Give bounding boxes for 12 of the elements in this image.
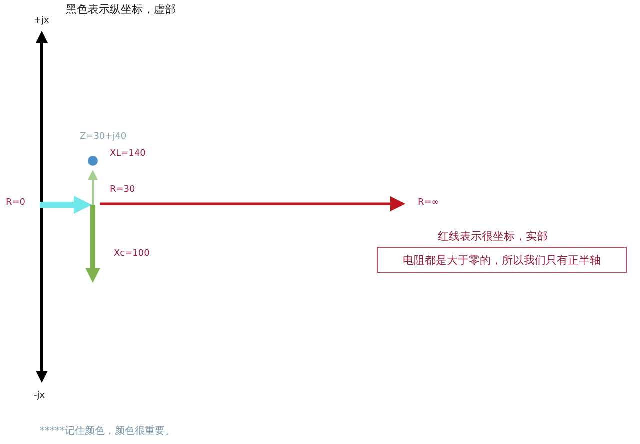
value-label: XL=140 <box>110 149 146 159</box>
axis-label: +jx <box>34 16 50 26</box>
value-label: R=∞ <box>418 198 440 208</box>
note-box: 电阻都是大于零的，所以我们只有正半轴 <box>377 247 627 273</box>
axis-label: -jx <box>34 391 46 401</box>
point-label: Z=30+j40 <box>80 132 127 142</box>
axis-note: 红线表示很坐标，实部 <box>438 229 548 244</box>
value-label: R=0 <box>6 198 26 208</box>
value-label: Xc=100 <box>114 249 150 259</box>
axis-note: 黑色表示纵坐标，虚部 <box>66 2 176 17</box>
note: *****记住颜色，颜色很重要。 <box>40 424 175 438</box>
value-label: R=30 <box>110 185 136 195</box>
